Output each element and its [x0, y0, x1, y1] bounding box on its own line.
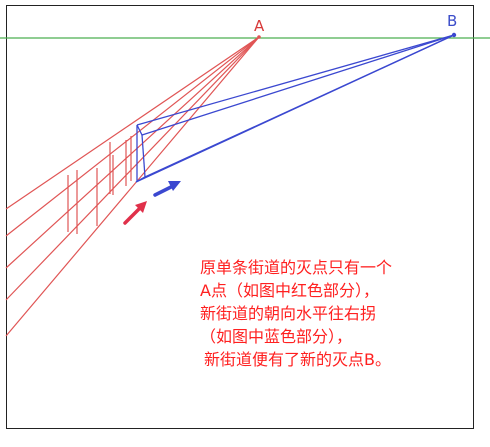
blue-ray	[136, 34, 455, 126]
blue-edge	[135, 176, 146, 183]
blue-edge	[136, 124, 143, 136]
red-ray	[5, 36, 260, 210]
blue-ray	[135, 34, 455, 183]
red-perspective-rays	[5, 36, 260, 337]
caption-line: 原单条街道的灭点只有一个	[200, 258, 393, 277]
vanishing-point-b-label: B	[447, 12, 458, 30]
explanation-caption: 原单条街道的灭点只有一个 A点（如图中红色部分）， 新街道的朝向水平往右拐 （如…	[200, 256, 470, 371]
blue-arrow-icon	[153, 181, 181, 197]
vanishing-point-b-marker	[451, 32, 457, 38]
caption-line: 新街道的朝向水平往右拐	[200, 304, 377, 323]
red-ray	[5, 36, 260, 269]
caption-line: A点（如图中红色部分），	[200, 281, 379, 300]
red-ray	[5, 36, 260, 237]
blue-perspective-rays	[135, 34, 455, 183]
red-ray	[5, 36, 260, 337]
red-ray	[5, 36, 260, 301]
diagram-frame	[6, 5, 474, 429]
red-building-boxes	[67, 136, 132, 234]
red-arrow-icon	[123, 201, 147, 225]
vanishing-point-a-marker	[257, 35, 261, 39]
blue-ray	[141, 34, 455, 136]
caption-line: （如图中蓝色部分），	[200, 327, 353, 346]
caption-line: 新街道便有了新的灭点B。	[204, 350, 391, 369]
vanishing-point-a-label: A	[254, 17, 265, 35]
blue-edge	[141, 134, 146, 178]
